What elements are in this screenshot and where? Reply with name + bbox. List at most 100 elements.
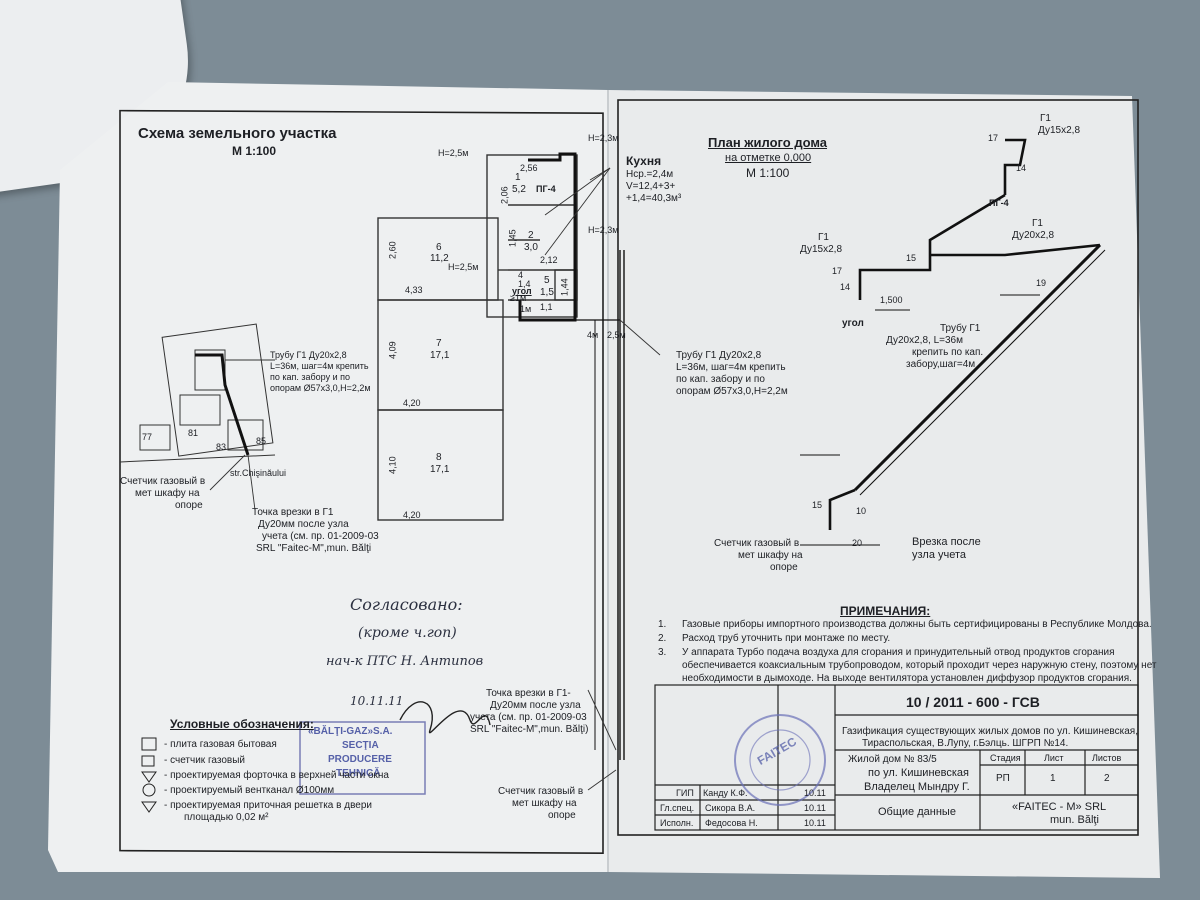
right-sheet-scale: М 1:100 [746,166,790,180]
dim-420b: 4,20 [403,510,421,520]
tap-note-right-2: узла учета [912,549,967,561]
faitec-round-stamp [734,714,826,806]
meter-note-bottom-3: опоре [548,810,576,821]
dim-h-inner: H=2,5м [448,262,479,272]
dim-1m: ≥1м [510,293,527,303]
kitchen-title: Кухня [626,154,662,168]
stamp-line-3: PRODUCERE [328,754,392,765]
notes-item-3: У аппарата Турбо подача воздуха для сгор… [682,647,1115,658]
site-number-83: 83 [216,442,227,452]
room-2-area: 3,0 [524,242,538,253]
handwritten-date: 10.11.11 [350,694,404,708]
dim-14: 1,4 [518,279,531,289]
paper-left [48,82,608,872]
meter-note-bottom-1: Счетчик газовый в [498,786,584,797]
pipe-note-small-2: L=36м, шаг=4м крепить [270,361,369,371]
dim-144: 1,44 [559,278,570,296]
meter-note-right-3: опоре [770,562,798,573]
room-7-num: 7 [436,338,442,349]
pg4-label-left: ПГ-4 [536,184,556,194]
legend-item-vent: - проектируемый вентканал Ø100мм [164,785,335,796]
iso-15b: 15 [812,500,823,510]
pipe-note-mid-4: опорам Ø57х3,0,Н=2,2м [676,386,788,397]
legend-item-window: - проектируемая форточка в верхней части… [164,770,389,781]
room-5-area: 1,5 [540,287,554,298]
meter-note-right-2: мет шкафу на [738,550,803,561]
notes-title: ПРИМЕЧАНИЯ: [840,604,931,618]
iso-du15-top: Ду15х2,8 [1038,125,1081,136]
notes-item-2: Расход труб уточнить при монтаже по мест… [682,633,891,644]
legend-title: Условные обозначения: [170,717,314,731]
tap-note-bottom-2: Ду20мм после узла [490,700,581,711]
stamp-line-1: «BĂLŢI-GAZ»S.A. [308,726,393,737]
notes-num-2: 2. [658,633,667,644]
firm-city: mun. Bălţi [1050,814,1099,826]
dim-h-top: H=2,5м [438,148,469,158]
dim-h-right-top: H=2,3м [588,133,619,143]
dim-4m: 4м [587,330,599,340]
role-gip: ГИП [676,788,694,798]
pipe-note-mid-3: по кап. забору и по [676,374,765,385]
iso-20: 20 [852,538,863,548]
general-data: Общие данные [878,806,956,818]
title-block [654,684,1139,831]
stamp-line-2: SECŢIA [342,740,379,751]
project-desc-2: Тираспольская, В.Лупу, г.Бэлць. ШГРП №14… [862,738,1069,749]
tap-note-bottom-1: Точка врезки в Г1- [486,688,571,699]
legend-item-grille-area: площадью 0,02 м² [184,812,269,823]
house-plan [377,154,578,521]
name-gip: Канду К.Ф. [703,788,748,798]
meter-note-left-3: опоре [175,500,203,511]
sheets-value: 2 [1104,773,1110,784]
legend-item-meter: - счетчик газовый [164,755,245,766]
ugol-label-left: угол [512,286,532,296]
iso-g1-left: Г1 [818,232,829,243]
kitchen-volume-1: V=12,4+3+ [626,181,676,192]
dim-410: 4,10 [387,456,398,474]
iso-10: 10 [856,506,867,516]
pipe-note-mid-2: L=36м, шаг=4м крепить [676,362,786,373]
dim-420a: 4,20 [403,398,421,408]
room-2-num: 2 [528,230,534,241]
gas-pipe-left [518,152,625,760]
meter-note-right-1: Счетчик газовый в [714,538,800,549]
site-number-85: 85 [256,436,267,446]
notes-num-3: 3. [658,647,667,658]
pipe-note-small-3: по кап. забору и по [270,372,350,382]
right-sheet-title: План жилого дома [708,135,828,150]
name-chief-spec: Сикора В.А. [705,803,756,813]
right-sheet-subtitle: на отметке 0,000 [725,152,812,164]
room-6-area: 11,2 [430,253,449,264]
iso-19: 19 [1036,278,1047,288]
isometric-scheme [800,138,1106,546]
house-street: по ул. Кишиневская [868,767,969,779]
pipe-note-right-1: Трубу Г1 [940,323,981,334]
room-8-area: 17,1 [430,464,450,475]
iso-g1-right: Г1 [1032,218,1043,229]
tap-note-right-1: Врезка после [912,536,981,548]
pipe-note-right-3: крепить по кап. [912,347,984,358]
date-executor: 10.11 [804,818,826,828]
dim-11: 1,1 [540,302,553,312]
firm-name: «FAITEC - M» SRL [1012,801,1107,813]
site-plan [119,323,276,463]
project-desc-1: Газификация существующих жилых домов по … [842,726,1138,737]
sheets-header: Листов [1092,753,1122,763]
handwritten-agreed: Согласовано: [350,595,463,614]
dim-256: 2,56 [520,163,538,173]
left-sheet-title: Схема земельного участка [138,125,337,142]
sheet-header: Лист [1044,753,1064,763]
site-number-81: 81 [188,428,199,438]
role-executor: Исполн. [660,818,694,828]
house-owner: Владелец Мындру Г. [864,781,970,793]
site-number-77: 77 [142,432,153,442]
legend-item-stove: - плита газовая бытовая [164,739,277,750]
frame-right [617,99,1139,836]
stage-value: РП [996,773,1010,784]
meter-note-left-2: мет шкафу на [135,488,200,499]
iso-17a: 17 [988,133,999,143]
date-chief-spec: 10.11 [804,803,826,813]
iso-14a: 14 [1016,163,1027,173]
notes-item-1: Газовые приборы импортного производства … [682,619,1152,630]
